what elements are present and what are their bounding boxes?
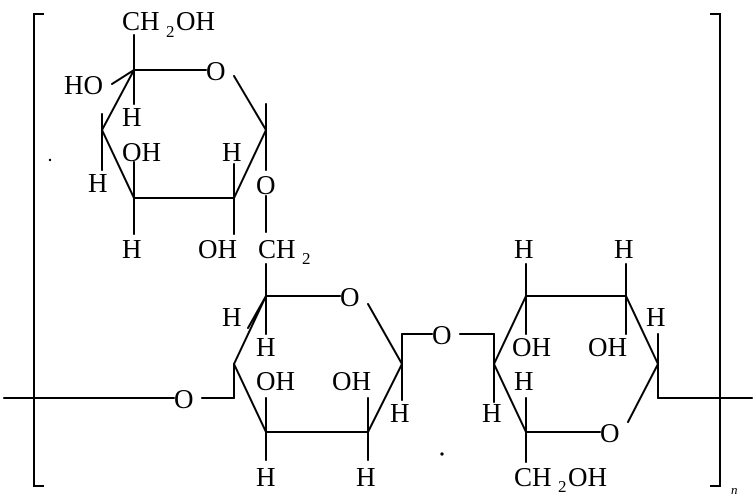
ring-2-h-c2: H [356, 462, 376, 492]
ch2oh-top-ch: CH [122, 6, 160, 36]
ch2oh-bottom-ch: CH [514, 462, 552, 492]
ring-1-oh-c3: OH [122, 137, 161, 167]
ring-3-oh-c2: OH [588, 332, 627, 362]
ring-2-h-c3: H [256, 462, 276, 492]
left-bracket [33, 13, 44, 487]
ring-1-h-c4: H [122, 102, 142, 132]
ring-3-oxygen: O [600, 418, 620, 448]
ring-3-h-c2: H [646, 302, 666, 332]
glycosidic-o-1-4: O [432, 320, 452, 350]
ring-3-bonds [493, 263, 659, 463]
scan-dot [440, 452, 444, 456]
ring-1-bonds [101, 34, 267, 297]
ring-3-h-c4b: H [482, 398, 502, 428]
ring-2-oh-c2: OH [332, 366, 371, 396]
ch2oh-top-sub: 2 [166, 22, 175, 41]
scan-dot [48, 158, 52, 162]
glycosidic-o-1-6: O [256, 170, 276, 200]
ring-2-h-c4: H [222, 302, 242, 332]
ring-3-oh-c3: OH [512, 332, 551, 362]
bridge-sub: 2 [302, 249, 311, 268]
ring-2-bonds [233, 295, 495, 461]
ring-1-h-c3: H [122, 234, 142, 264]
ring-1-oh-c2: OH [198, 234, 237, 264]
backbone-oxygen: O [174, 384, 194, 414]
right-bracket [710, 13, 721, 487]
ring-3-h-c3: H [614, 234, 634, 264]
ring-3-h-c5: H [514, 366, 534, 396]
ring-3-h-c4: H [514, 234, 534, 264]
ring-1-h-c4b: H [88, 168, 108, 198]
repeat-n-label: n [731, 482, 738, 497]
ring-2-oxygen: O [340, 282, 360, 312]
ring-1-ho: HO [64, 70, 103, 100]
ring-2-h-c4b: H [256, 332, 276, 362]
ch2oh-top-oh: OH [176, 6, 215, 36]
ch2oh-bottom-sub: 2 [558, 477, 567, 496]
ring-1-h-c2: H [222, 137, 242, 167]
ring-2-oh-c3: OH [256, 366, 295, 396]
ch2oh-bottom-oh: OH [568, 462, 607, 492]
bridge-ch: CH [258, 234, 296, 264]
ring-1-oxygen: O [206, 56, 226, 86]
ring-2-h-c1: H [390, 398, 410, 428]
